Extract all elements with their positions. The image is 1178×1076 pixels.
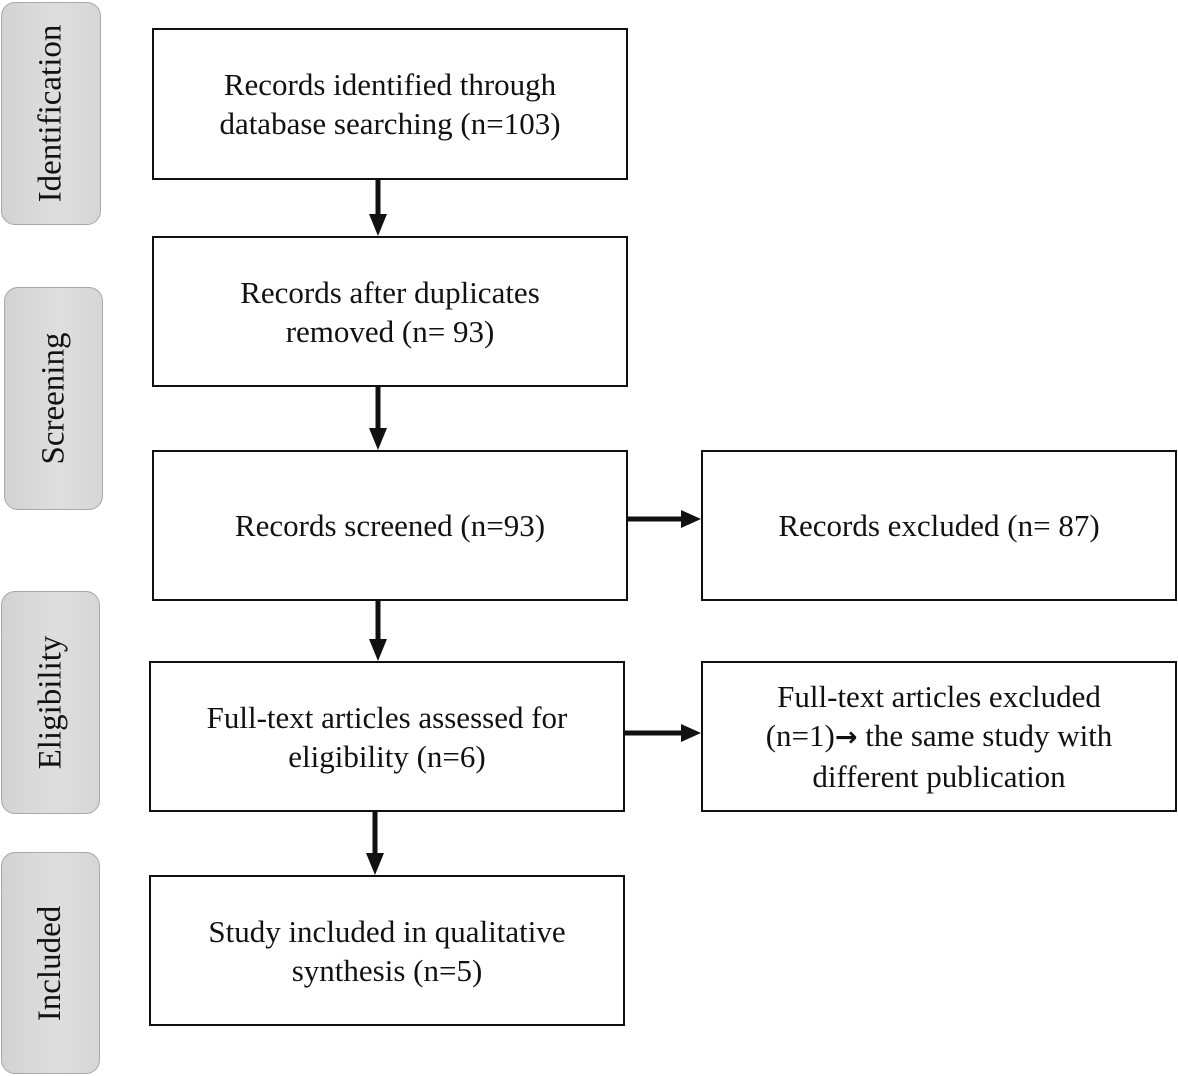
records-screened-line1: Records screened (n=93) — [234, 508, 546, 543]
fulltext-excluded-reason: the same study with — [857, 718, 1113, 753]
fulltext-assessed-box: Full-text articles assessed for eligibil… — [149, 661, 625, 812]
arrowhead-down-3 — [369, 639, 387, 661]
records-screened-box: Records screened (n=93) — [152, 450, 628, 601]
fulltext-assessed-line1: Full-text articles assessed for — [206, 699, 568, 735]
arrowhead-down-1 — [369, 214, 387, 236]
fulltext-assessed-line2: eligibility (n=6) — [288, 738, 486, 774]
records-identified-line2: database searching (n=103) — [219, 106, 561, 141]
fulltext-excluded-line1: Full-text articles excluded — [777, 679, 1101, 714]
records-excluded-box: Records excluded (n= 87) — [701, 450, 1177, 601]
arrowhead-down-4 — [366, 853, 384, 875]
records-identified-line1: Records identified through — [223, 67, 557, 102]
records-after-duplicates-line2: removed (n= 93) — [285, 313, 495, 349]
phase-eligibility: Eligibility — [1, 591, 100, 814]
study-included-line2: synthesis (n=5) — [291, 952, 483, 988]
arrowhead-right-1 — [681, 510, 701, 528]
study-included-line1: Study included in qualitative — [208, 913, 566, 949]
fulltext-excluded-count: (n=1) — [765, 718, 835, 753]
phase-identification: Identification — [1, 2, 101, 225]
right-arrow-icon: → — [834, 722, 858, 753]
arrowhead-down-2 — [369, 428, 387, 450]
records-excluded-line1: Records excluded (n= 87) — [778, 508, 1100, 543]
fulltext-excluded-box: Full-text articles excluded (n=1)→ the s… — [701, 661, 1177, 812]
phase-screening: Screening — [4, 287, 103, 510]
fulltext-excluded-line3: different publication — [812, 759, 1066, 794]
records-after-duplicates-line1: Records after duplicates — [240, 274, 540, 310]
phase-included: Included — [1, 852, 100, 1074]
records-after-duplicates-box: Records after duplicates removed (n= 93) — [152, 236, 628, 387]
records-identified-box: Records identified through database sear… — [152, 28, 628, 180]
arrowhead-right-2 — [681, 724, 701, 742]
fulltext-excluded-line2: (n=1)→ the same study with — [766, 716, 1113, 757]
study-included-box: Study included in qualitative synthesis … — [149, 875, 625, 1026]
